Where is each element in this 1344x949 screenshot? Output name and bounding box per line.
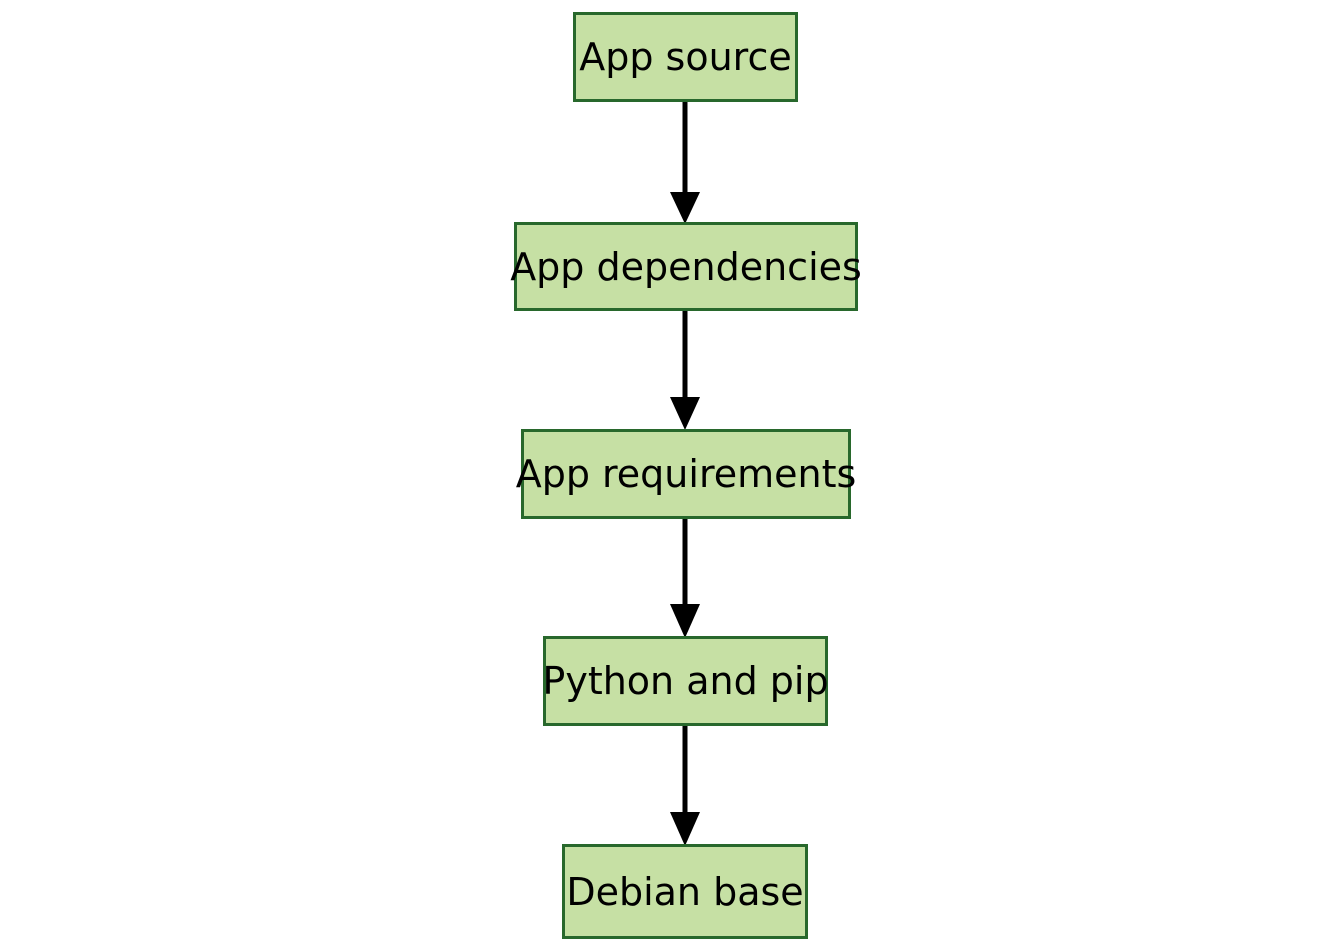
node-app-source-label: App source <box>579 35 792 79</box>
node-app-dependencies[interactable]: App dependencies <box>510 222 862 311</box>
node-app-requirements-label: App requirements <box>515 452 857 496</box>
node-debian-base-label: Debian base <box>566 869 804 914</box>
connector-app-requirements-to-python-and-pip <box>670 519 700 638</box>
connector-app-source-to-app-dependencies <box>670 102 700 224</box>
node-app-requirements[interactable]: App requirements <box>516 429 856 519</box>
node-app-source[interactable]: App source <box>573 12 798 102</box>
connector-app-dependencies-to-app-requirements <box>670 311 700 430</box>
node-app-dependencies-label: App dependencies <box>510 244 862 289</box>
node-python-and-pip[interactable]: Python and pip <box>542 636 829 726</box>
node-debian-base[interactable]: Debian base <box>562 844 808 939</box>
connector-python-and-pip-to-debian-base <box>670 726 700 846</box>
node-python-and-pip-label: Python and pip <box>542 659 829 703</box>
